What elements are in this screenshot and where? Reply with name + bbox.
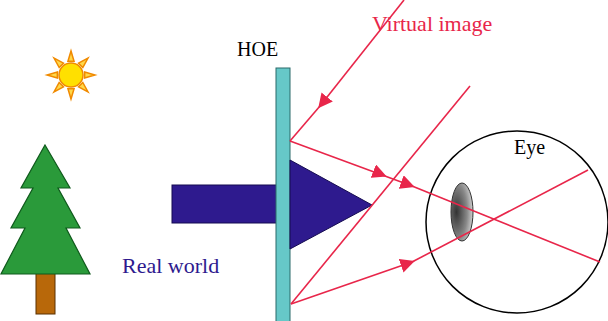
sun-icon <box>47 51 95 99</box>
hoe-plate <box>276 68 290 321</box>
eyeball <box>426 131 608 313</box>
tree-icon <box>1 145 90 314</box>
eye-label: Eye <box>514 136 545 158</box>
arrow-head <box>290 160 372 249</box>
virtual-image-label: Virtual image <box>372 12 492 36</box>
real-world-label: Real world <box>122 254 219 278</box>
arrow-shaft <box>172 185 282 223</box>
light-rays <box>290 0 600 304</box>
hoe-label: HOE <box>237 38 278 60</box>
